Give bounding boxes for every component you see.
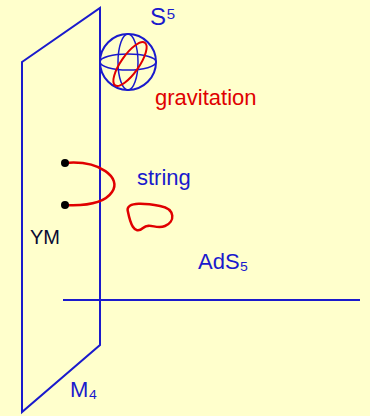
graviton-loop (108, 38, 153, 91)
space-label: AdS₅ (198, 249, 248, 274)
label-holder: YM (30, 226, 60, 248)
space-label: S⁵ (150, 3, 176, 30)
radial-axis (63, 299, 360, 301)
string-endpoint (61, 159, 69, 167)
closed-string (128, 204, 173, 231)
string-endpoint (61, 201, 69, 209)
label-holder: AdS₅ (198, 250, 248, 274)
label-holder: M₄ (70, 378, 97, 402)
force-label: gravitation (155, 85, 257, 110)
sphere (100, 34, 156, 90)
object-label: string (137, 165, 191, 190)
label-holder: string (137, 166, 191, 190)
sphere-outline (100, 34, 156, 90)
label-holder: gravitation (155, 86, 257, 110)
sphere-equator (100, 54, 156, 70)
brane-plane (22, 8, 100, 412)
theory-label: YM (30, 226, 60, 248)
space-label: M₄ (70, 377, 97, 402)
open-string (65, 163, 114, 206)
label-holder: S⁵ (150, 4, 176, 30)
